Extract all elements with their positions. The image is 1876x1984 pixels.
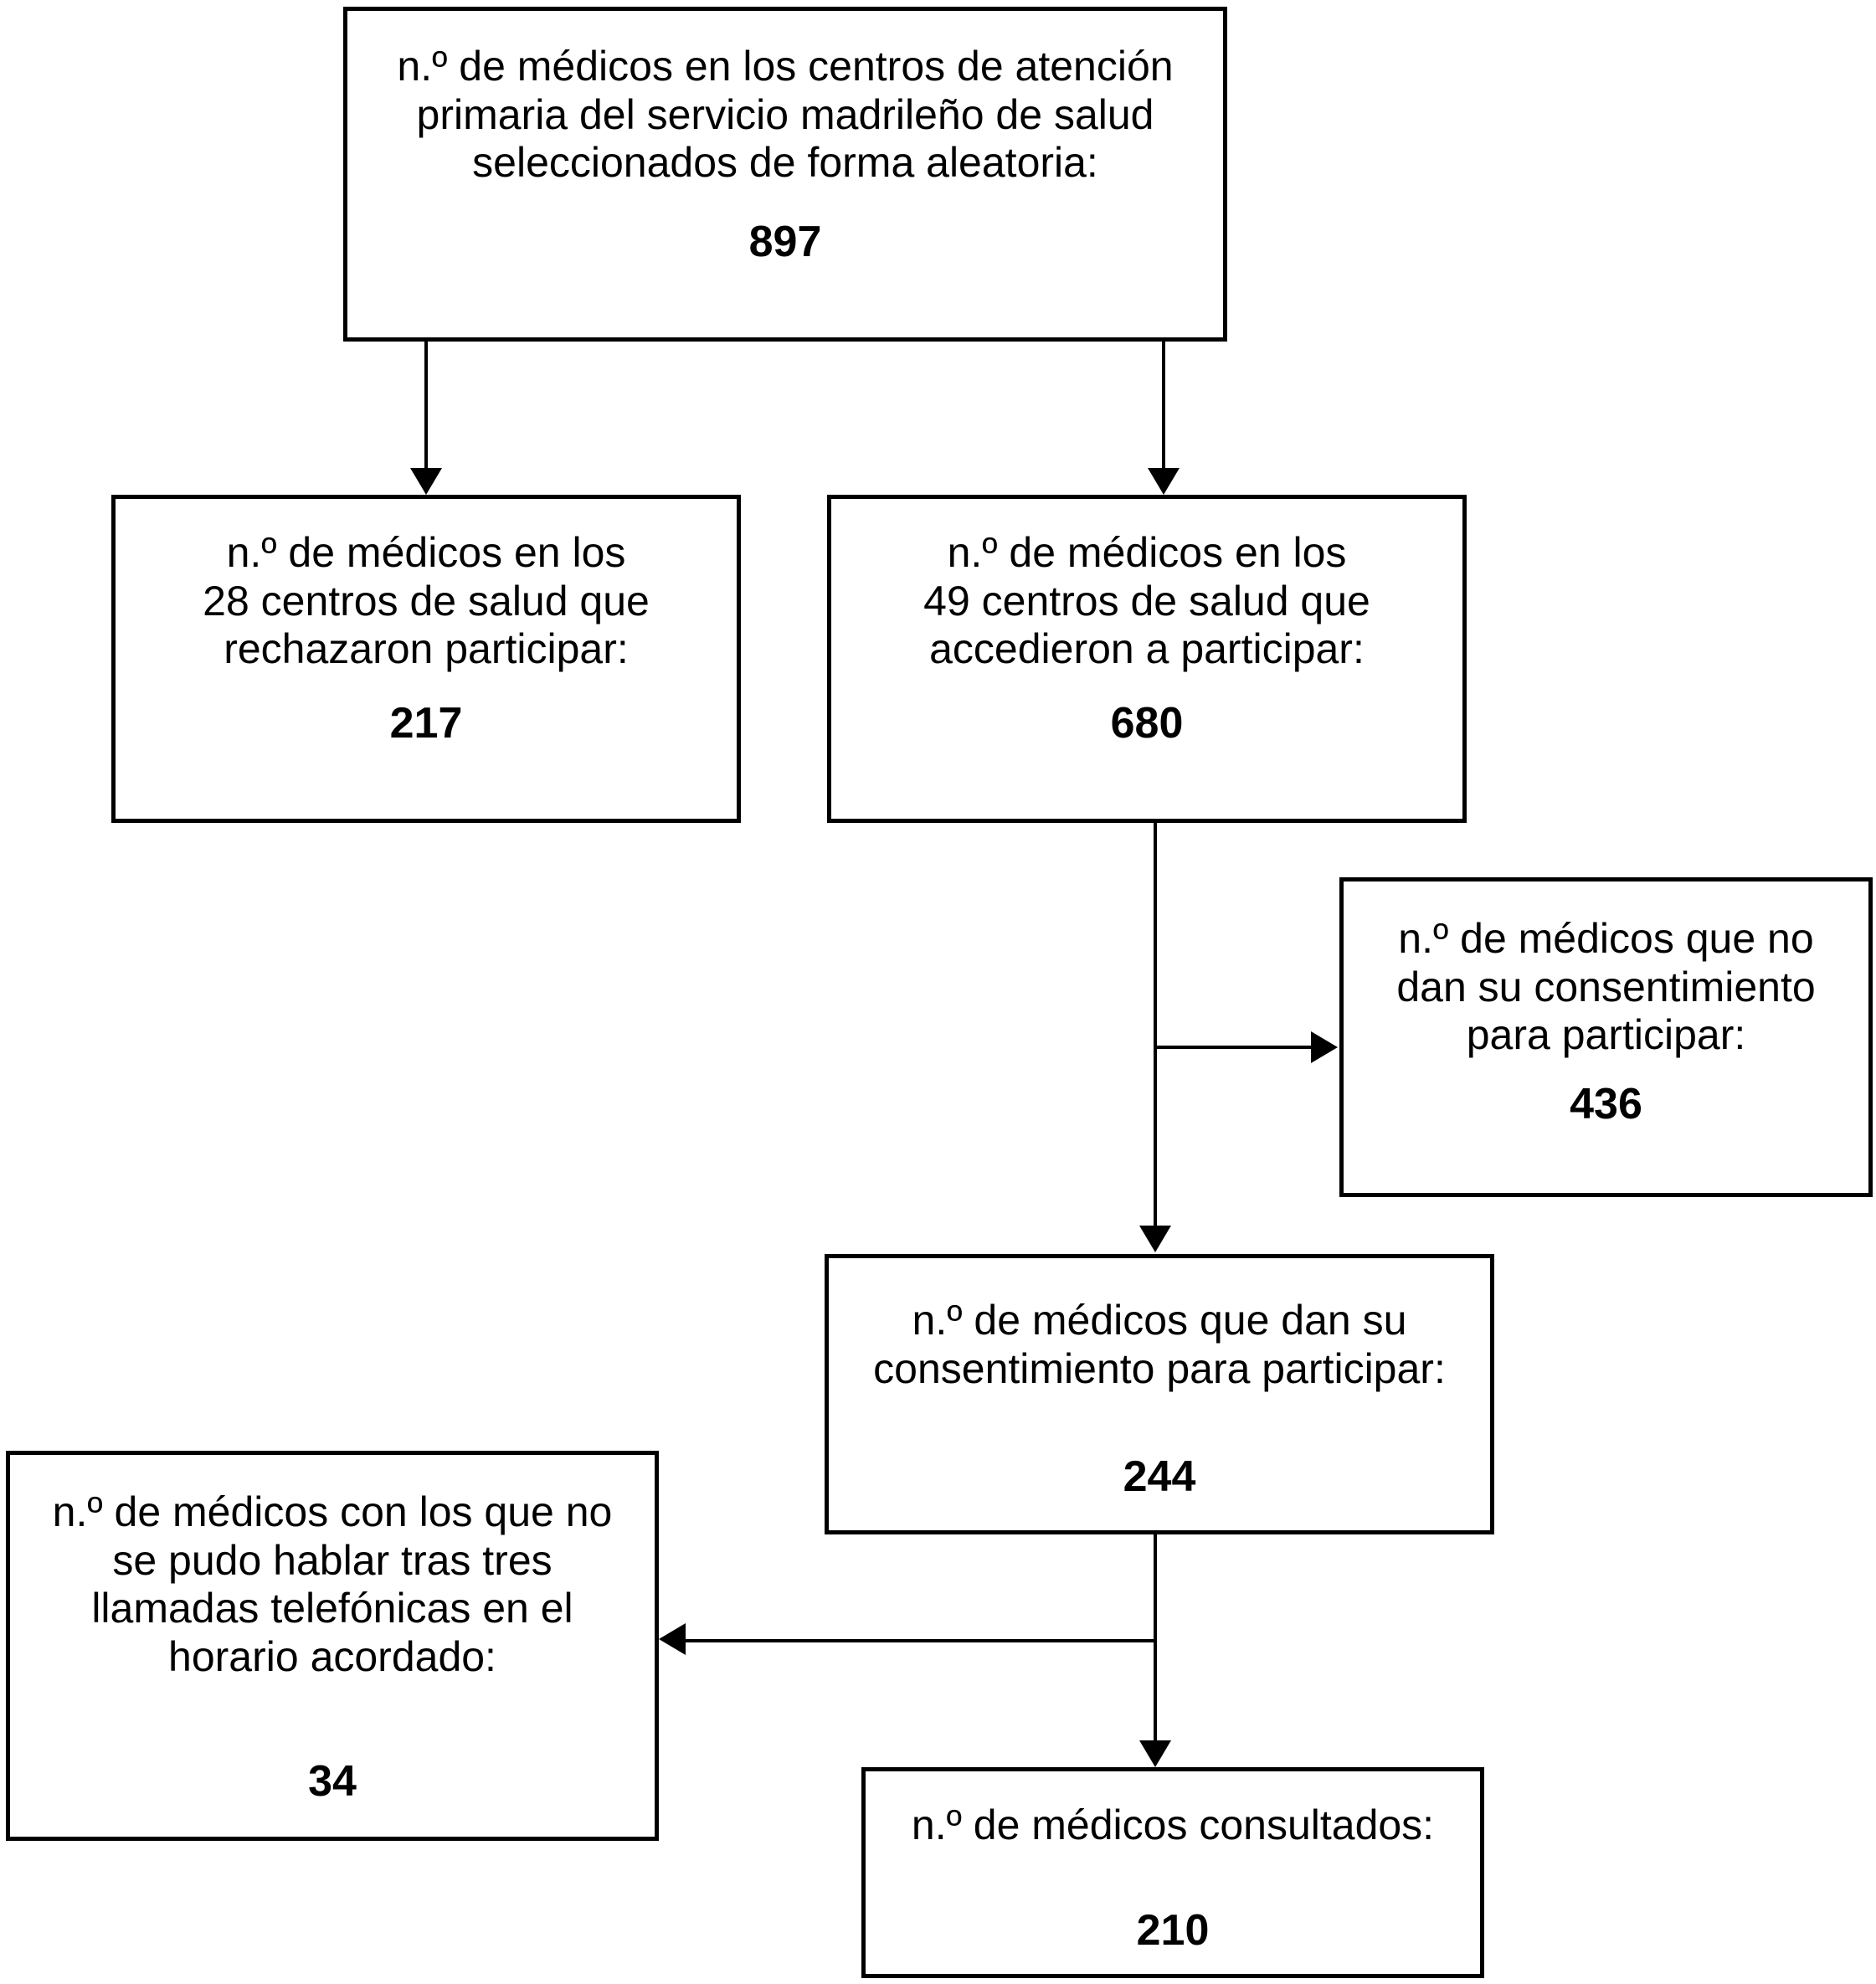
arrowhead-down-consent-icon [1139, 1226, 1171, 1252]
arrowhead-down-agreed-icon [1148, 468, 1180, 495]
box-consulted-label: n.º de médicos consultados: [911, 1802, 1435, 1848]
connector-agreed-to-consent-line [1154, 823, 1157, 1235]
box-no-consent-value: 436 [1570, 1080, 1642, 1128]
box-centers-refused: n.º de médicos en los 28 centros de salu… [111, 495, 741, 823]
box-no-consent: n.º de médicos que no dan su consentimie… [1339, 877, 1873, 1197]
box-selected-total-value: 897 [748, 218, 822, 266]
arrowhead-down-refused-icon [410, 468, 442, 495]
connector-consent-to-consulted-line [1154, 1534, 1157, 1742]
box-centers-agreed: n.º de médicos en los 49 centros de salu… [827, 495, 1467, 823]
box-centers-agreed-value: 680 [1110, 699, 1184, 748]
arrowhead-left-not-reached-icon [659, 1623, 686, 1655]
box-centers-refused-label: n.º de médicos en los 28 centros de salu… [203, 529, 650, 672]
box-not-reached-value: 34 [308, 1757, 357, 1806]
box-consent: n.º de médicos que dan su consentimiento… [825, 1254, 1494, 1534]
box-not-reached-label: n.º de médicos con los que no se pudo ha… [52, 1488, 613, 1680]
box-not-reached: n.º de médicos con los que no se pudo ha… [6, 1451, 659, 1841]
box-selected-total-label: n.º de médicos en los centros de atenció… [397, 43, 1174, 186]
connector-branch-to-not-reached-line [685, 1639, 1155, 1642]
box-selected-total: n.º de médicos en los centros de atenció… [343, 7, 1227, 342]
connector-branch-to-no-consent-line [1155, 1046, 1314, 1049]
connector-total-to-refused-line [424, 342, 428, 475]
box-consent-label: n.º de médicos que dan su consentimiento… [873, 1297, 1446, 1392]
connector-total-to-agreed-line [1162, 342, 1165, 475]
box-consulted-value: 210 [1136, 1906, 1210, 1955]
box-no-consent-label: n.º de médicos que no dan su consentimie… [1396, 915, 1816, 1058]
box-consulted: n.º de médicos consultados: 210 [861, 1767, 1484, 1978]
arrowhead-right-no-consent-icon [1311, 1031, 1338, 1063]
arrowhead-down-consulted-icon [1139, 1740, 1171, 1767]
box-consent-value: 244 [1123, 1452, 1196, 1501]
box-centers-refused-value: 217 [389, 699, 463, 748]
box-centers-agreed-label: n.º de médicos en los 49 centros de salu… [923, 529, 1370, 672]
